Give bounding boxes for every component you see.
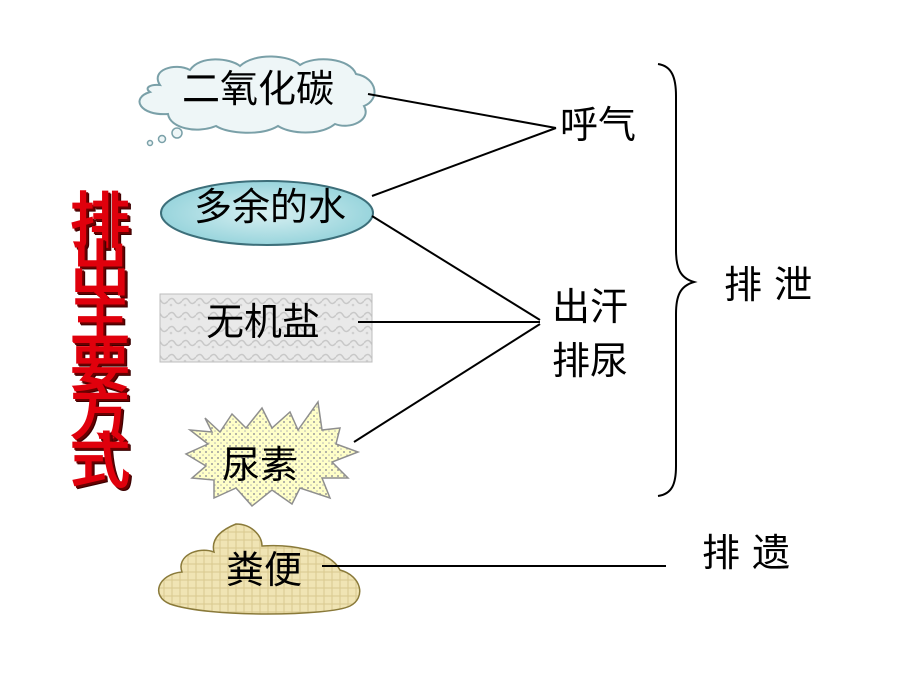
label-co2: 二氧化碳 xyxy=(182,67,335,111)
urea-burst-shape xyxy=(184,400,361,508)
brace-bracket xyxy=(657,63,698,497)
side-title-char: 要 xyxy=(70,331,130,401)
water-ellipse-shape xyxy=(160,180,374,246)
label-excretion: 排 泄 xyxy=(724,263,813,307)
label-urea: 尿素 xyxy=(222,443,299,487)
side-title-char: 排 xyxy=(70,187,130,257)
side-title-char: 出 xyxy=(70,235,130,305)
label-sweat: 出汗 xyxy=(552,285,629,329)
label-urine: 排尿 xyxy=(552,339,629,383)
salt-rect-shape xyxy=(159,293,373,363)
side-title-char: 方 xyxy=(70,379,130,449)
side-title-char: 主 xyxy=(70,283,130,353)
label-egestion: 排 遗 xyxy=(702,531,791,575)
label-water: 多余的水 xyxy=(194,185,347,229)
connector-lines xyxy=(322,93,666,567)
side-title: 排 出 主 要 方 式 xyxy=(62,187,138,497)
feces-blob-shape xyxy=(158,523,361,615)
co2-cloud-shape xyxy=(138,55,376,147)
label-breath: 呼气 xyxy=(560,103,637,147)
label-feces: 粪便 xyxy=(226,548,303,592)
label-salt: 无机盐 xyxy=(206,300,321,344)
side-title-char: 式 xyxy=(70,427,130,497)
